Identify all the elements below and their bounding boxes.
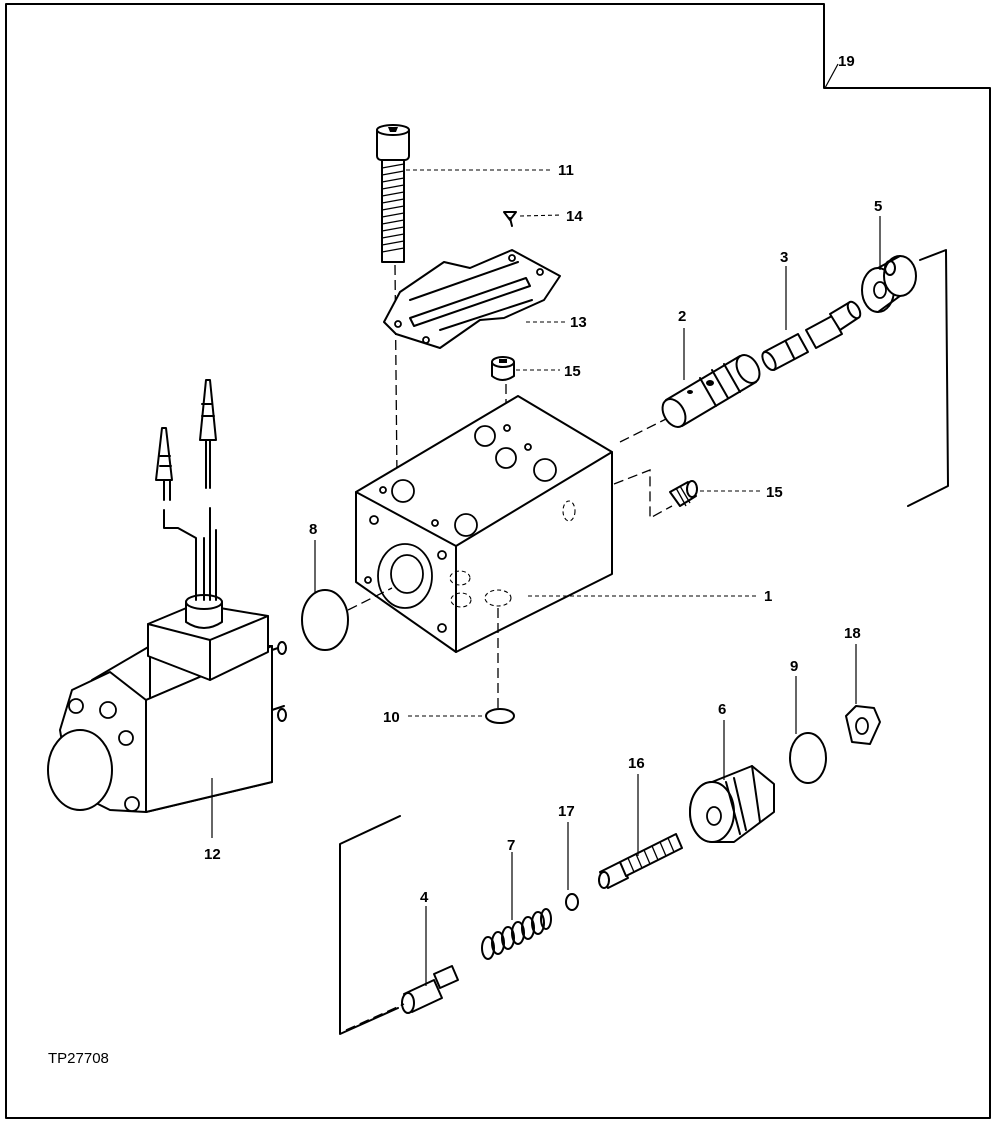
- cap-group-bracket: [907, 249, 949, 507]
- cap-screw-part-11: [376, 124, 410, 263]
- lower-group-bracket: [339, 815, 401, 1035]
- callout-2: 2: [678, 308, 686, 325]
- callout-15-side: 15: [766, 484, 783, 501]
- callout-17: 17: [558, 803, 575, 820]
- spring-part-7: [481, 908, 552, 960]
- plate-part-13: [383, 249, 561, 349]
- piston-part-4: [401, 965, 459, 1014]
- callout-13: 13: [570, 314, 587, 331]
- sleeve-part-2: [661, 354, 761, 428]
- figure-id: TP27708: [48, 1050, 109, 1067]
- plug-part-15-side: [669, 480, 698, 507]
- spool-axis-line: [619, 411, 681, 443]
- callout-18: 18: [844, 625, 861, 642]
- lower-axis-line: [345, 1003, 405, 1031]
- callout-3: 3: [780, 249, 788, 266]
- callout-19-leader: [824, 63, 839, 89]
- callout-14-leader: [519, 214, 563, 217]
- callout-11: 11: [558, 162, 574, 179]
- callout-6: 6: [718, 701, 726, 718]
- solenoid-wires: [155, 379, 217, 601]
- side-plug-axis: [613, 469, 673, 520]
- o-ring-part-9: [789, 732, 827, 784]
- plug-part-15-top: [491, 356, 515, 381]
- nut-part-18: [845, 705, 881, 745]
- rivet-part-14: [503, 211, 517, 227]
- o-ring-axis-line: [347, 587, 393, 611]
- ball-part-17: [565, 893, 579, 911]
- callout-4: 4: [420, 889, 429, 906]
- callout-9: 9: [790, 658, 798, 675]
- o-ring-part-10: [485, 708, 515, 724]
- callout-14: 14: [566, 208, 583, 225]
- callout-1: 1: [764, 588, 772, 605]
- adjusting-screw-part-16: [598, 833, 683, 889]
- callout-5: 5: [874, 198, 882, 215]
- callout-12: 12: [204, 846, 221, 863]
- callout-15-top: 15: [564, 363, 581, 380]
- solenoid-part-12: [47, 594, 287, 813]
- callout-10: 10: [383, 709, 400, 726]
- callout-7: 7: [507, 837, 515, 854]
- end-cap-part-5: [861, 255, 917, 313]
- plug-part-6: [689, 765, 775, 843]
- o-ring-part-8: [301, 589, 349, 651]
- valve-body-part-1: [355, 395, 613, 653]
- spool-part-3: [761, 300, 862, 372]
- callout-16: 16: [628, 755, 645, 772]
- assembly-frame: [5, 3, 991, 1119]
- callout-8: 8: [309, 521, 317, 538]
- callout-19: 19: [838, 53, 855, 70]
